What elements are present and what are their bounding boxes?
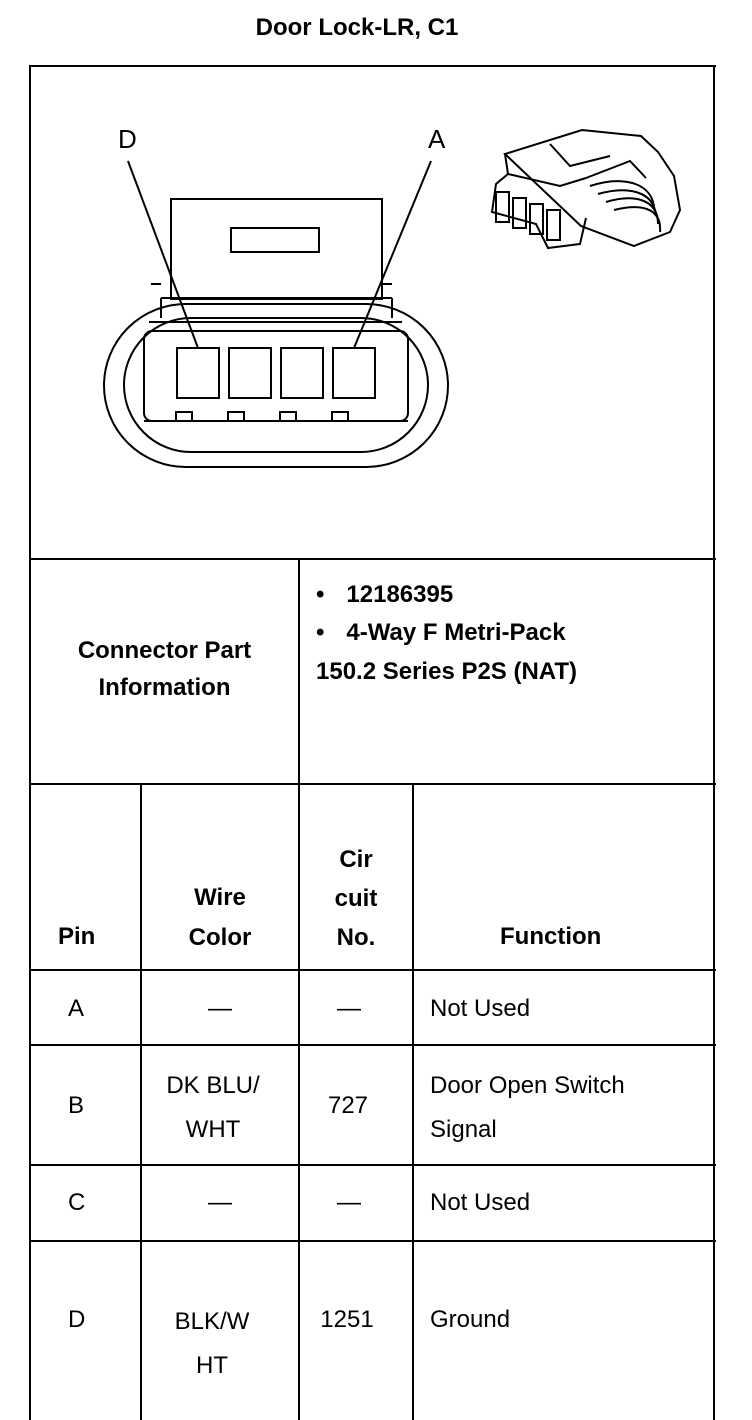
row-d-wire-color-line1: BLK/W xyxy=(174,1308,250,1335)
frame-left-border xyxy=(29,65,31,1420)
row-d-function: Ground xyxy=(430,1306,511,1333)
connector-terminal-area xyxy=(143,330,409,422)
connector-oval-body xyxy=(103,303,449,468)
row-b-wire-color-line2: WHT xyxy=(185,1116,241,1143)
leader-line-d xyxy=(127,160,199,349)
header-pin: Pin xyxy=(58,923,96,950)
header-circuit-line3: No. xyxy=(336,924,376,951)
row-c-wire-color: — xyxy=(208,1189,232,1216)
connector-oval-inner xyxy=(123,317,429,453)
row-c-bottom-divider xyxy=(29,1240,716,1242)
connector-info-details: • 12186395 • 4-Way F Metri-Pack 150.2 Se… xyxy=(316,576,706,691)
description-row: • 4-Way F Metri-Pack xyxy=(316,614,706,652)
bullet-icon: • xyxy=(316,619,325,647)
pin-label-d: D xyxy=(118,124,137,154)
row-a-bottom-divider xyxy=(29,1044,716,1046)
row-b-function-line1: Door Open Switch xyxy=(430,1072,625,1099)
row-a-pin: A xyxy=(68,995,85,1022)
header-wire-color: Wire Color xyxy=(142,878,298,958)
row-a-wire-color: — xyxy=(208,995,232,1022)
frame-right-border xyxy=(713,65,715,1420)
terminal-b xyxy=(280,347,324,399)
header-wire-color-line1: Wire xyxy=(194,884,246,911)
row-d-circuit: 1251 xyxy=(320,1306,374,1333)
row-b-function: Door Open Switch Signal xyxy=(430,1064,625,1152)
diagram-bottom-divider xyxy=(29,558,716,560)
bullet-icon: • xyxy=(316,581,325,608)
circuit-column-divider xyxy=(412,783,414,1420)
row-b-bottom-divider xyxy=(29,1164,716,1166)
row-c-function: Not Used xyxy=(430,1189,531,1216)
wire-column-divider xyxy=(298,783,300,1420)
connector-latch-window xyxy=(230,227,320,253)
row-a-function: Not Used xyxy=(430,995,531,1022)
connector-series: 150.2 Series P2S (NAT) xyxy=(316,657,578,685)
connector-info-label-line1: Connector Part xyxy=(77,637,252,664)
row-b-function-line2: Signal xyxy=(430,1116,497,1143)
terminal-d xyxy=(176,347,220,399)
pin-label-a: A xyxy=(428,124,446,154)
frame-top-border xyxy=(29,65,716,67)
connector-latch-housing xyxy=(170,198,383,300)
terminal-c xyxy=(228,347,272,399)
document-title: Door Lock-LR, C1 xyxy=(255,14,459,41)
leader-line-a xyxy=(353,160,432,349)
connector-isometric-view xyxy=(490,128,682,250)
connector-info-label: Connector Part Information xyxy=(31,632,298,706)
header-bottom-divider xyxy=(29,969,716,971)
row-a-circuit: — xyxy=(337,995,361,1022)
row-b-pin: B xyxy=(68,1092,85,1119)
row-c-circuit: — xyxy=(337,1189,361,1216)
connector-description: 4-Way F Metri-Pack xyxy=(346,619,566,647)
row-d-wire-color-line2: HT xyxy=(196,1352,228,1379)
connector-info-label-line2: Information xyxy=(98,674,231,702)
header-function: Function xyxy=(500,923,602,950)
row-b-wire-color: DK BLU/ WHT xyxy=(142,1064,284,1152)
header-circuit-line2: cuit xyxy=(334,885,378,912)
header-circuit-line1: Cir xyxy=(339,846,373,873)
pin-column-divider xyxy=(140,783,142,1420)
row-c-pin: C xyxy=(68,1189,86,1216)
row-d-wire-color: BLK/W HT xyxy=(142,1300,282,1388)
row-b-circuit: 727 xyxy=(327,1092,369,1119)
connector-diagram: D A xyxy=(103,124,682,468)
terminal-a xyxy=(332,347,376,399)
part-number-row: • 12186395 xyxy=(316,576,706,614)
header-wire-color-line2: Color xyxy=(188,924,252,951)
part-number: 12186395 xyxy=(346,581,454,608)
info-column-divider xyxy=(298,558,300,784)
row-d-pin: D xyxy=(68,1306,86,1333)
row-b-wire-color-line1: DK BLU/ xyxy=(166,1072,260,1099)
header-circuit-number: Cir cuit No. xyxy=(300,840,412,957)
info-bottom-divider xyxy=(29,783,716,785)
